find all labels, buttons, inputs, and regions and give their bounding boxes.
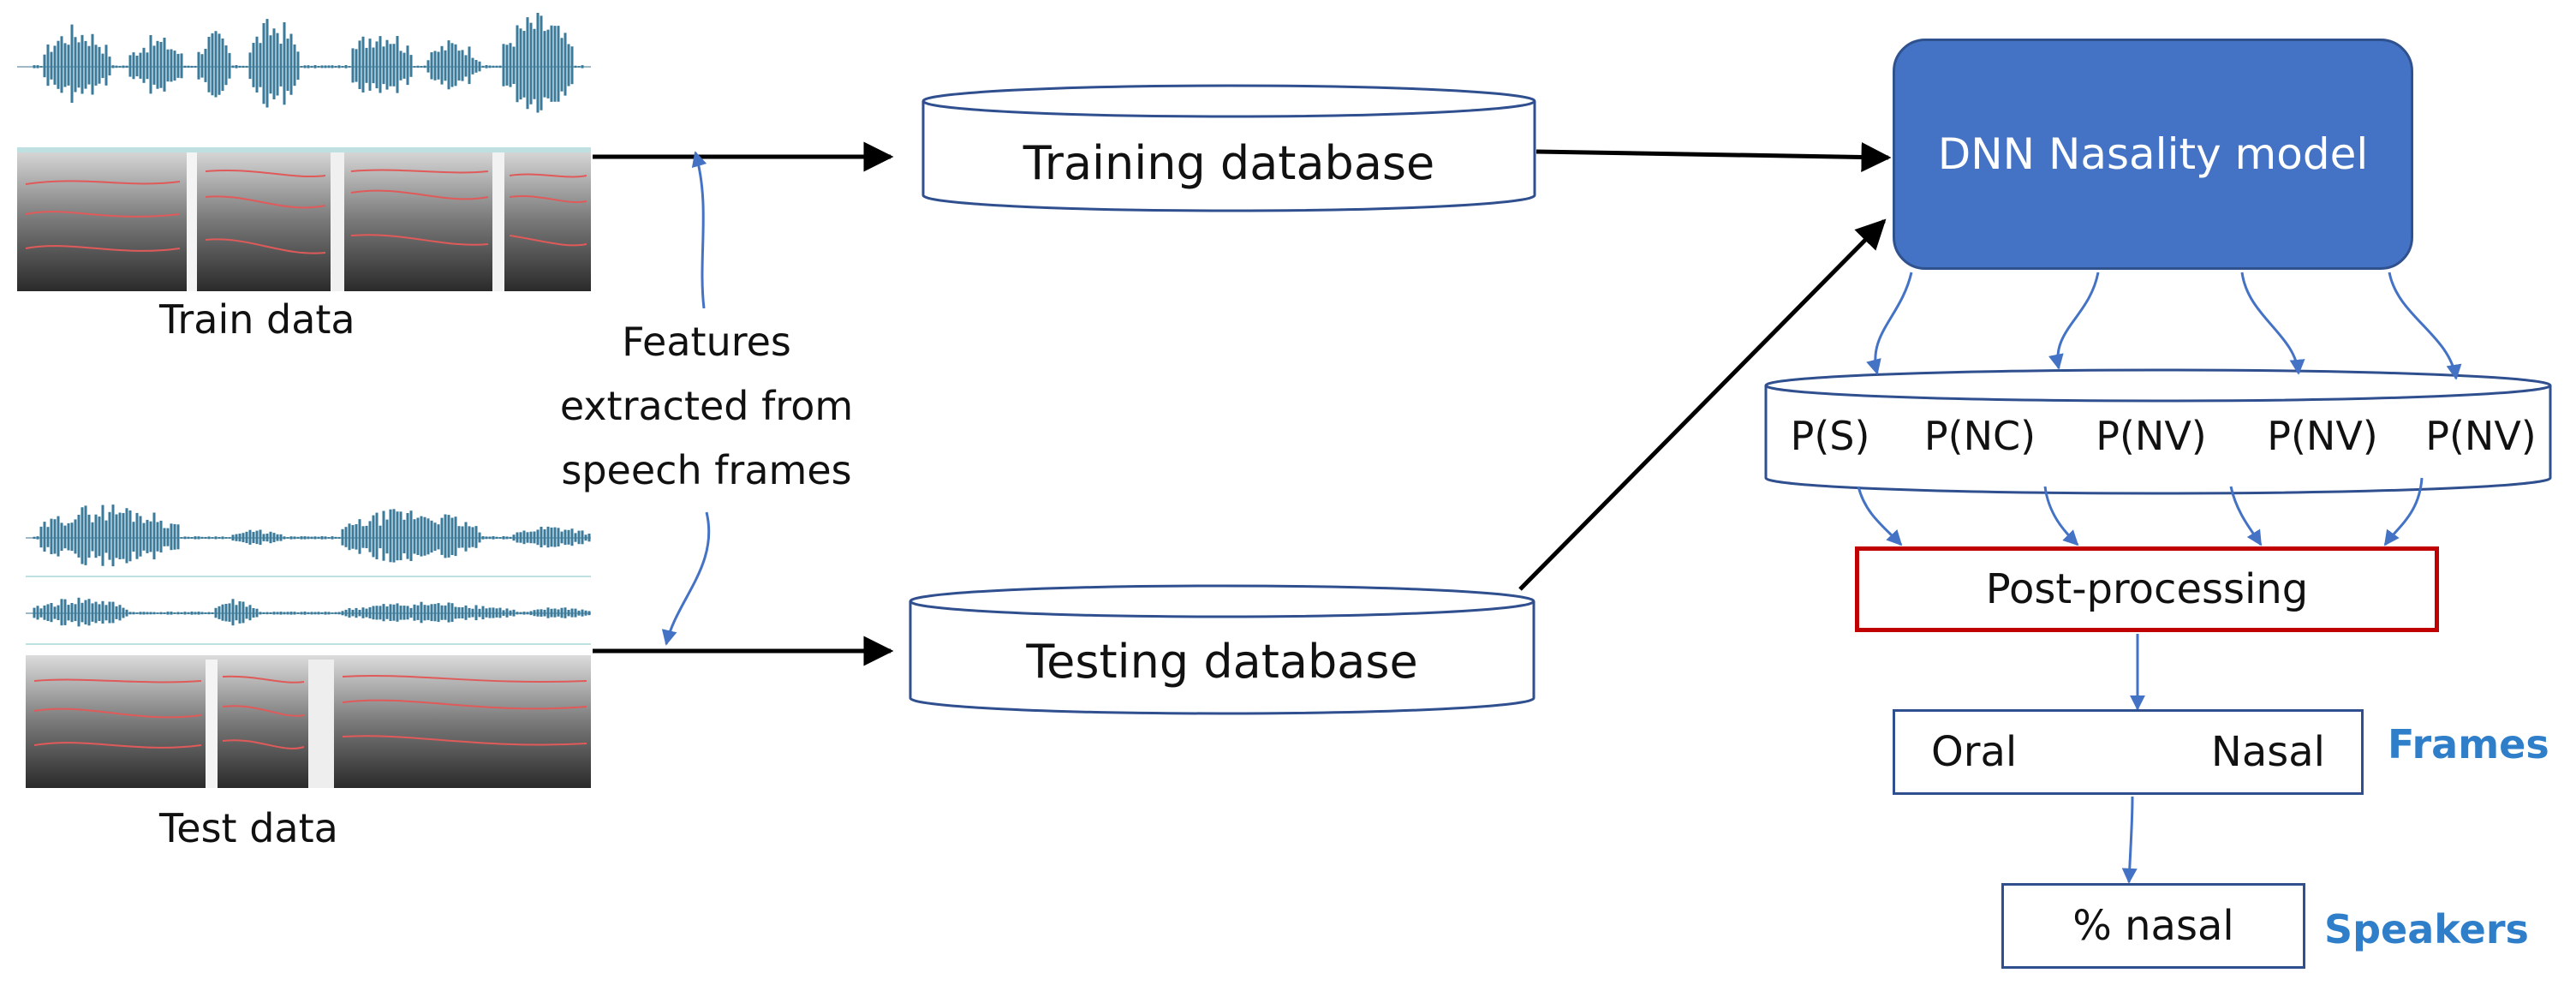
training-database-cylinder [921, 84, 1536, 212]
output-item-ps: P(S) [1790, 413, 1870, 459]
train-waveform [17, 13, 591, 113]
frames-nasal-label: Nasal [2210, 728, 2325, 776]
output-item-pnv-3: P(NV) [2425, 413, 2537, 459]
arrow-testing-db-to-model [1518, 218, 1887, 591]
testing-database-cylinder [909, 584, 1535, 715]
test-waveform [26, 504, 591, 645]
output-postprocess-connectors [1857, 477, 2424, 546]
frames-tag: Frames [2388, 721, 2549, 767]
post-processing-box: Post-processing [1855, 546, 2439, 632]
test-spectrogram [26, 655, 591, 788]
features-label: Features extracted from speech frames [531, 310, 882, 503]
training-database-label: Training database [1023, 135, 1435, 190]
features-line-3: speech frames [561, 447, 852, 493]
speakers-tag: Speakers [2324, 906, 2529, 952]
train-spectrogram [17, 147, 591, 291]
test-data-caption: Test data [159, 805, 338, 851]
output-item-pnv-2: P(NV) [2267, 413, 2378, 459]
output-item-pnv-1: P(NV) [2096, 413, 2207, 459]
frames-box: Oral Nasal [1893, 709, 2364, 795]
arrow-frames-to-speakers [2121, 796, 2138, 884]
testing-database-label: Testing database [1026, 634, 1418, 689]
frames-oral-label: Oral [1931, 728, 2018, 776]
output-item-pnc: P(NC) [1923, 413, 2036, 459]
speakers-box: % nasal [2001, 883, 2305, 969]
output-items-row: P(S) P(NC) P(NV) P(NV) P(NV) [1766, 411, 2550, 471]
arrow-features-down [661, 511, 711, 646]
train-data-caption: Train data [159, 296, 355, 343]
model-output-connectors [1866, 272, 2462, 380]
arrow-training-db-to-model [1535, 141, 1892, 172]
features-line-1: Features [622, 319, 791, 365]
outputs-cylinder [1764, 368, 2552, 495]
features-line-2: extracted from [559, 383, 854, 429]
arrow-features-up [691, 151, 707, 309]
dnn-nasality-model: DNN Nasality model [1893, 39, 2413, 270]
